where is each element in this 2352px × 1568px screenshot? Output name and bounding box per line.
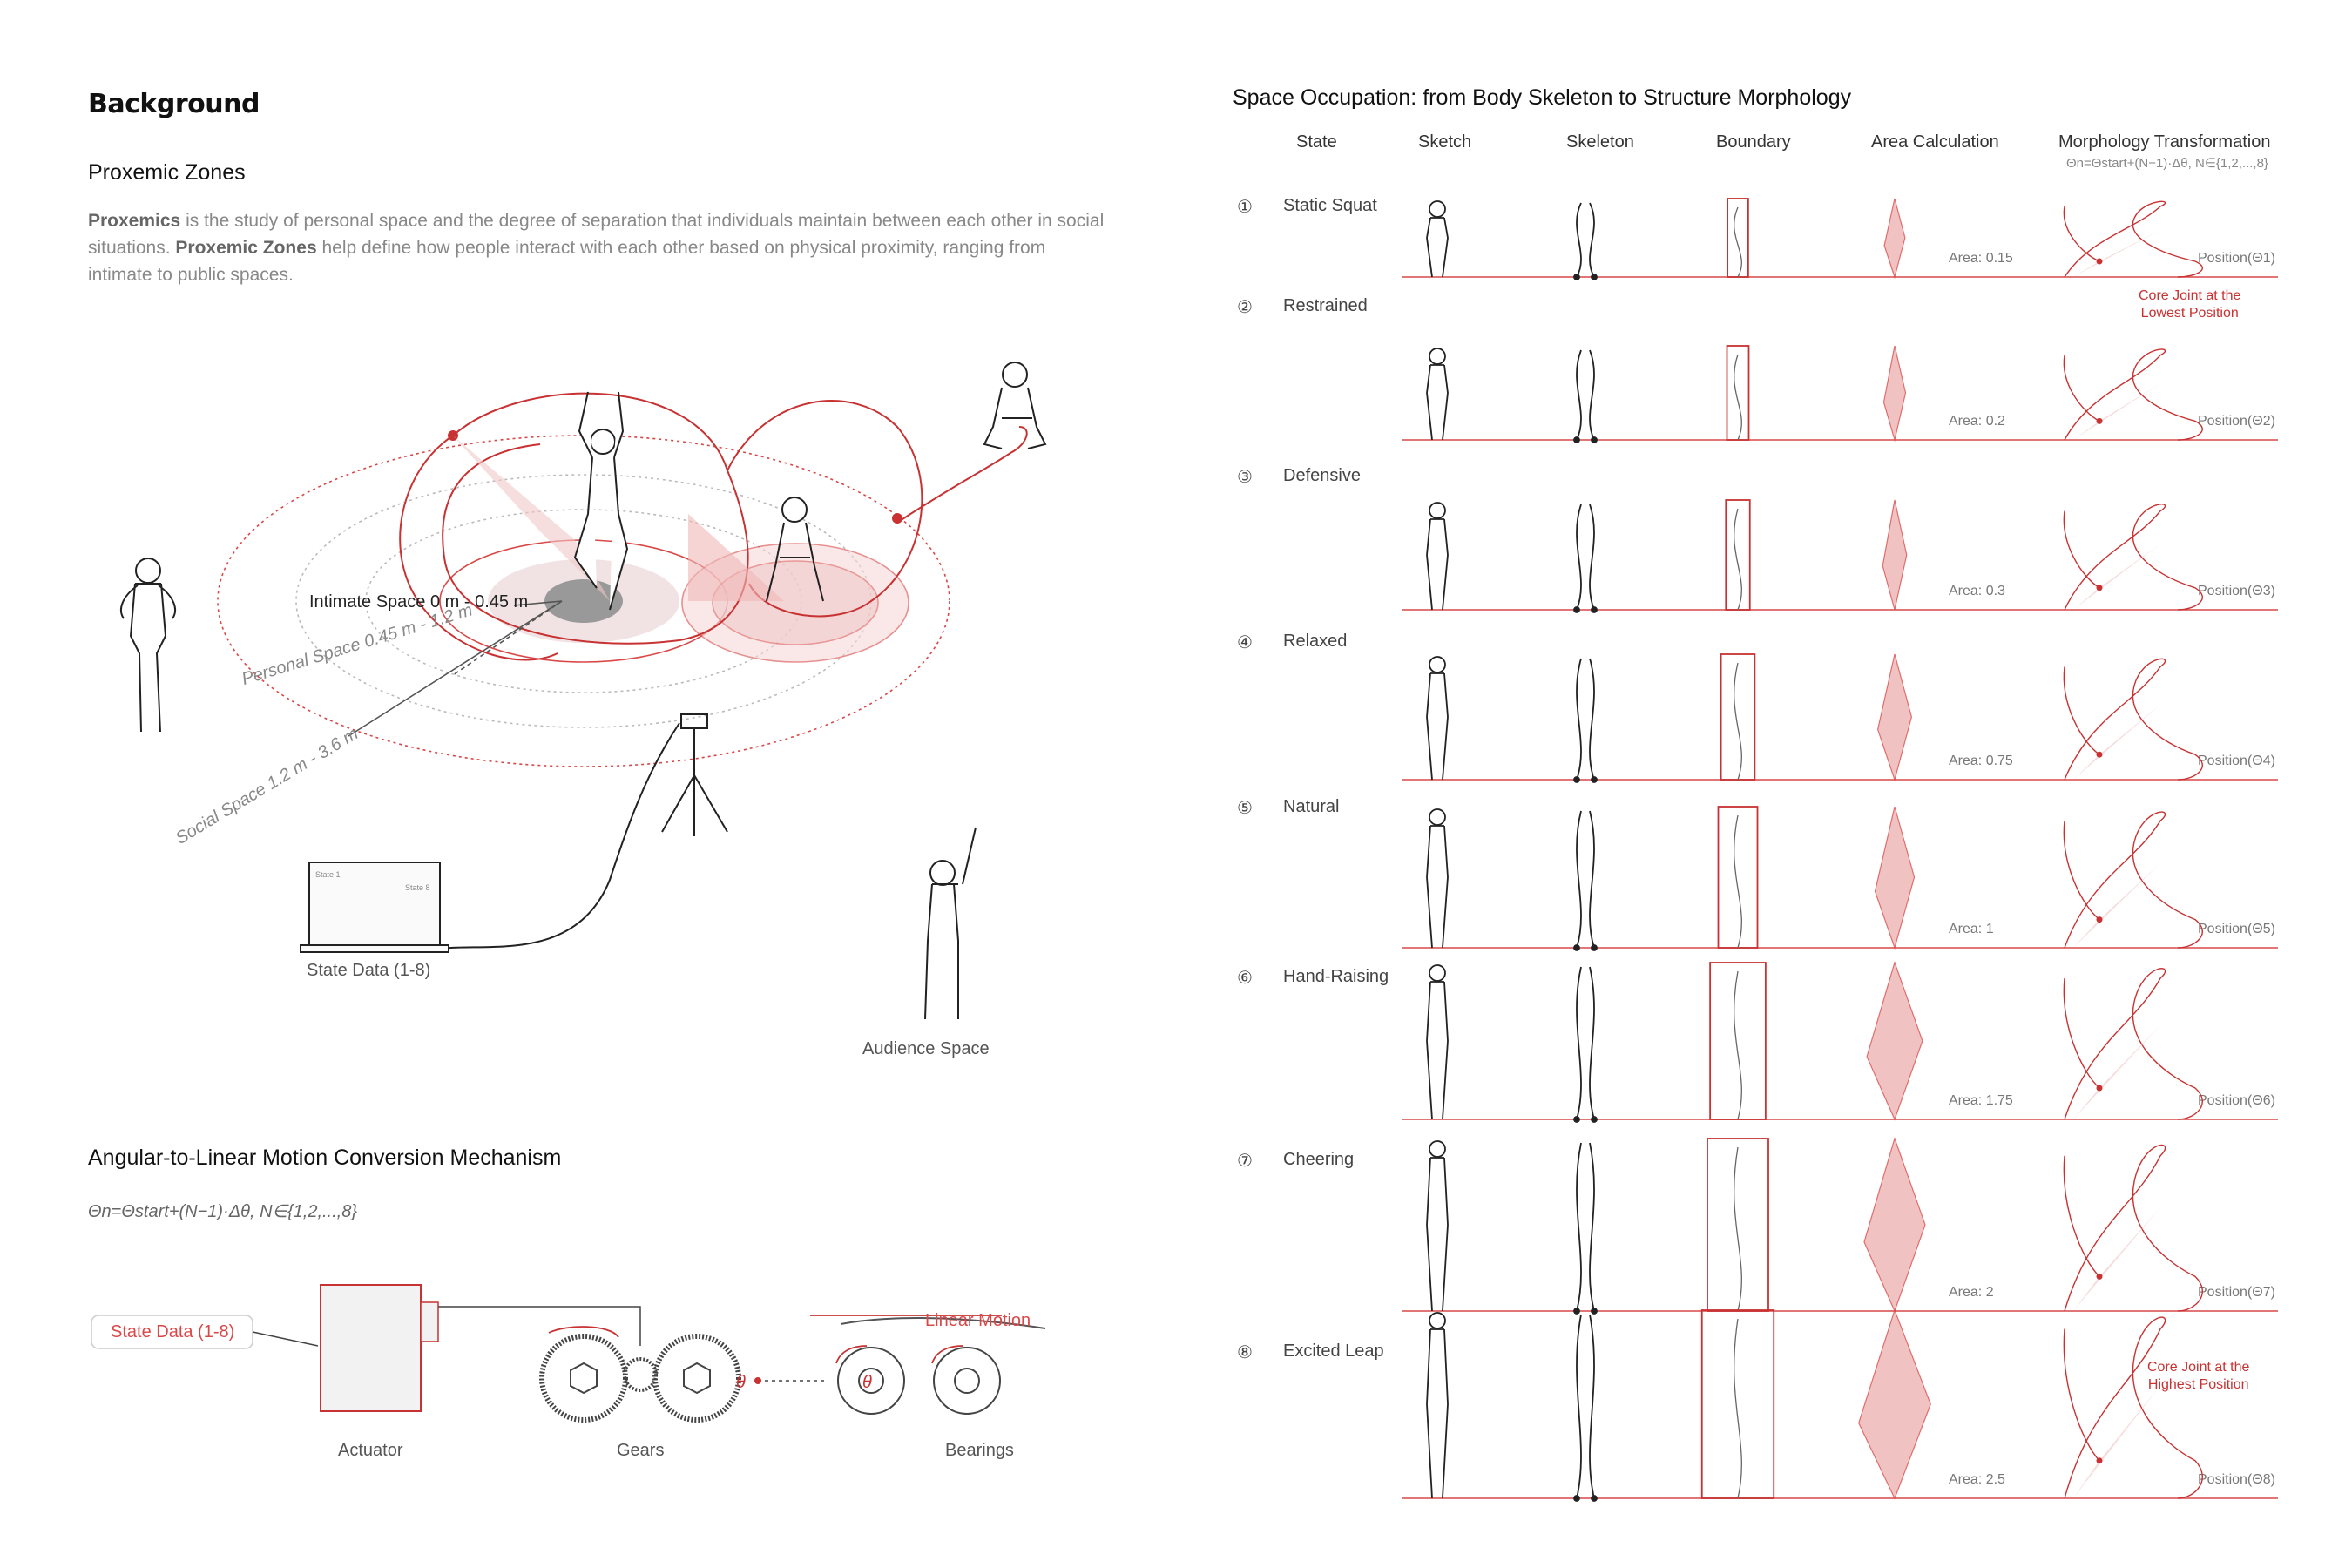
area-value: Area: 0.75 [1949, 754, 2013, 768]
col-morphology: Morphology Transformation [2058, 132, 2271, 152]
state-name: Hand-Raising [1283, 967, 1389, 986]
area-value: Area: 2 [1949, 1285, 1994, 1300]
position-label: Position(Θ1) [2198, 251, 2275, 266]
col-state: State [1296, 132, 1337, 152]
area-value: Area: 2.5 [1949, 1472, 2005, 1487]
state-number: ⑦ [1237, 1152, 1253, 1171]
state-number: ⑧ [1237, 1343, 1253, 1362]
state-data-label: State Data (1-8) [307, 961, 431, 980]
state-name: Defensive [1283, 466, 1361, 485]
term-proxemic-zones: Proxemic Zones [175, 238, 317, 258]
page-title: Background [88, 89, 260, 119]
state-row-drawing [1402, 806, 2278, 951]
position-label: Position(Θ4) [2198, 754, 2275, 768]
text-proxemics: is the study of personal space and the d… [88, 211, 1105, 258]
bearings-label: Bearings [945, 1441, 1014, 1460]
note-lowest-position: Core Joint at the Lowest Position [2139, 288, 2241, 321]
laptop-state1-label: State 1 [315, 870, 341, 879]
state-number: ③ [1237, 468, 1253, 487]
state-number: ① [1237, 198, 1253, 217]
actuator-label: Actuator [338, 1441, 403, 1460]
linear-motion-label: Linear Motion [925, 1311, 1031, 1330]
note-highest-position: Core Joint at the Highest Position [2147, 1360, 2250, 1392]
area-value: Area: 1 [1949, 922, 1994, 936]
state-row-drawing [1402, 653, 2278, 783]
audience-space-label: Audience Space [862, 1039, 990, 1058]
text-proxemic-zones: help define how people interact with eac… [88, 238, 1046, 285]
intimate-space-label: Intimate Space 0 m - 0.45 m [309, 592, 529, 612]
state-number: ④ [1237, 633, 1253, 652]
position-label: Position(Θ2) [2198, 414, 2275, 429]
position-label: Position(Θ8) [2198, 1472, 2275, 1487]
theta-gear-label: θ [736, 1373, 746, 1392]
position-label: Position(Θ7) [2198, 1285, 2275, 1300]
position-label: Position(Θ3) [2198, 584, 2275, 598]
state-number: ⑤ [1237, 799, 1253, 818]
proxemic-heading: Proxemic Zones [88, 160, 246, 185]
state-name: Restrained [1283, 296, 1368, 315]
mechanism-input-label: State Data (1-8) [111, 1322, 235, 1342]
gears-label: Gears [617, 1441, 665, 1460]
col-skeleton: Skeleton [1566, 132, 1634, 152]
mechanism-formula: Θn=Θstart+(N−1)·Δθ, N∈{1,2,...,8} [88, 1202, 358, 1221]
state-row-drawing [1402, 1308, 2278, 1502]
space-title: Space Occupation: from Body Skeleton to … [1233, 85, 1852, 110]
area-value: Area: 1.75 [1949, 1093, 2013, 1108]
state-number: ② [1237, 298, 1253, 317]
area-value: Area: 0.3 [1949, 584, 2005, 598]
state-name: Cheering [1283, 1150, 1355, 1169]
position-label: Position(Θ5) [2198, 922, 2275, 936]
col-boundary: Boundary [1716, 132, 1791, 152]
state-row-drawing [1402, 198, 2278, 280]
col-area: Area Calculation [1871, 132, 1999, 152]
state-name: Static Squat [1283, 196, 1377, 215]
area-value: Area: 0.15 [1949, 251, 2013, 266]
state-row-drawing [1402, 961, 2278, 1123]
position-label: Position(Θ6) [2198, 1093, 2275, 1108]
theta-bearing-label: θ [862, 1373, 872, 1392]
col-sketch: Sketch [1418, 132, 1472, 152]
state-row-drawing [1402, 1137, 2278, 1315]
term-proxemics: Proxemics [88, 211, 181, 231]
state-name: Excited Leap [1283, 1342, 1384, 1361]
state-name: Natural [1283, 797, 1340, 816]
state-number: ⑥ [1237, 969, 1253, 988]
proxemic-paragraph: Proxemics is the study of personal space… [88, 207, 1107, 288]
state-row-drawing [1402, 499, 2278, 613]
state-name: Relaxed [1283, 632, 1348, 651]
morphology-formula: Θn=Θstart+(N−1)·Δθ, N∈{1,2,...,8} [2066, 156, 2268, 171]
mechanism-heading: Angular-to-Linear Motion Conversion Mech… [88, 1146, 562, 1170]
area-value: Area: 0.2 [1949, 414, 2005, 429]
laptop-state8-label: State 8 [405, 883, 430, 892]
proxemic-zones-illustration: State 1 State 8 [120, 362, 1047, 1020]
state-row-drawing [1402, 345, 2278, 443]
mechanism-diagram: θ θ [91, 1284, 1046, 1423]
